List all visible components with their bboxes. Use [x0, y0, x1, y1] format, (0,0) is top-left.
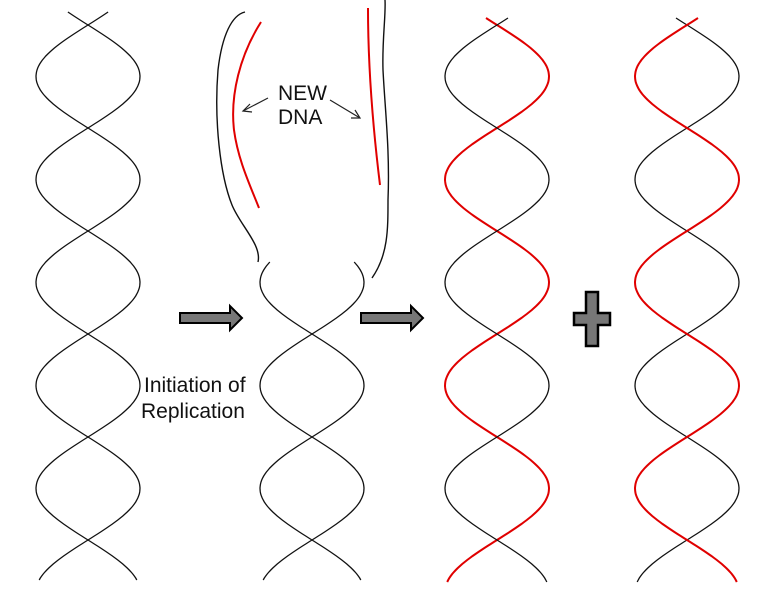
- daughter-helix-2-strand-b: [633, 17, 741, 583]
- initiation-label-line1: Initiation of: [144, 374, 246, 397]
- new-dna-label-line1: NEW: [278, 82, 327, 105]
- new-dna-strand-left: [232, 21, 262, 209]
- daughter-helix-1-strand-a: [443, 17, 551, 583]
- parent-strand-left-unwound: [216, 11, 260, 263]
- pointer-arrow-right: [329, 99, 362, 119]
- right-arrow-icon: [179, 303, 244, 333]
- right-arrow-icon: [360, 303, 425, 333]
- initiation-label-line2: Replication: [141, 400, 245, 423]
- pointer-arrow-left: [241, 97, 269, 113]
- daughter-helix-1-strand-b: [444, 17, 550, 583]
- parent-helix-strand-b: [35, 11, 141, 581]
- plus-icon: [572, 290, 612, 348]
- new-dna-strand-right: [367, 7, 381, 186]
- replicating-helix-strand-b: [259, 261, 365, 581]
- parent-helix-strand-a: [35, 11, 141, 581]
- daughter-helix-2-strand-a: [634, 17, 740, 583]
- replicating-helix-strand-a: [259, 261, 365, 581]
- parent-strand-right-unwound: [371, 0, 390, 279]
- new-dna-label-line2: DNA: [278, 106, 323, 129]
